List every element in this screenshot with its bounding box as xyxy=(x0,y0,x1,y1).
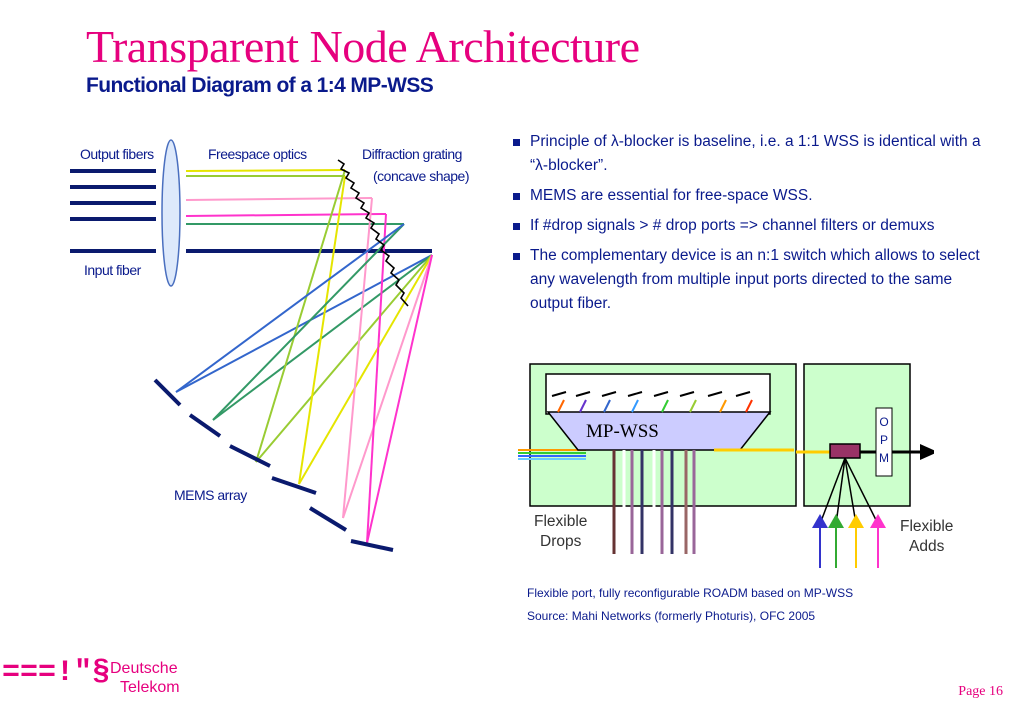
opm-letter: O xyxy=(879,415,888,429)
opm-panel xyxy=(803,363,911,507)
slide-subtitle: Functional Diagram of a 1:4 MP-WSS xyxy=(86,74,434,97)
diffraction-grating-label: Diffraction grating xyxy=(362,146,462,162)
slide-title: Transparent Node Architecture xyxy=(86,21,640,72)
logo-text-deutsche: Deutsche xyxy=(110,660,178,677)
bullet-item: MEMS are essential for free-space WSS. xyxy=(512,184,992,208)
mp-wss-block xyxy=(546,411,772,451)
bullet-list: Principle of λ-blocker is baseline, i.e.… xyxy=(512,130,992,322)
roadm-diagram: O P M xyxy=(518,363,934,568)
opm-box xyxy=(875,407,893,477)
opm-coupler-box xyxy=(829,443,861,459)
flexible-drop-fibers xyxy=(612,450,696,554)
concave-shape-label: (concave shape) xyxy=(373,168,470,184)
output-fibers xyxy=(70,169,156,221)
mp-wss-label: MP-WSS xyxy=(586,421,659,442)
diffracted-beams xyxy=(175,169,433,544)
logo-text-telekom: Telekom xyxy=(120,679,180,696)
caption-line-2: Source: Mahi Networks (formerly Photuris… xyxy=(527,609,816,623)
mems-array-label: MEMS array xyxy=(174,487,247,503)
wss-internal-beams xyxy=(557,399,753,413)
flexible-add-fibers xyxy=(819,457,879,525)
bullet-item: The complementary device is an n:1 switc… xyxy=(512,244,992,316)
add-arrows xyxy=(812,514,886,568)
page-number: Page 16 xyxy=(958,684,1003,699)
caption-line-1: Flexible port, fully reconfigurable ROAD… xyxy=(527,586,854,600)
bullet-item: If #drop signals > # drop ports => chann… xyxy=(512,214,992,238)
freespace-optics-label: Freespace optics xyxy=(208,146,307,162)
flexible-adds-label: Flexible Adds xyxy=(900,518,954,555)
input-fiber-label: Input fiber xyxy=(84,262,141,278)
mems-array xyxy=(153,378,394,552)
opm-letter: P xyxy=(880,433,888,447)
input-wdm-signal xyxy=(518,449,586,460)
diffraction-grating xyxy=(337,159,409,307)
deutsche-telekom-logo: ===!"§ xyxy=(2,656,111,690)
flexible-drops-label: Flexible Drops xyxy=(534,513,588,550)
bullet-item: Principle of λ-blocker is baseline, i.e.… xyxy=(512,130,992,178)
freespace-lens xyxy=(161,139,181,287)
opm-letter: M xyxy=(879,451,889,465)
output-fibers-label: Output fibers xyxy=(80,146,154,162)
wss-mirror-dashes xyxy=(551,391,751,397)
